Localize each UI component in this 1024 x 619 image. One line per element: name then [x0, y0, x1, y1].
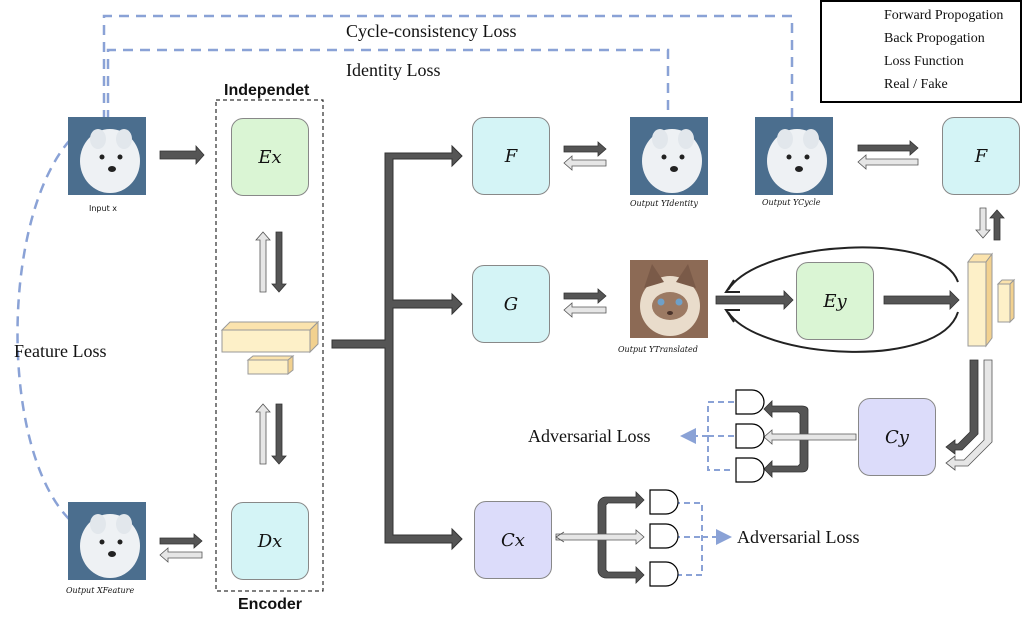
cx-label: Cx — [501, 529, 525, 551]
identity-image — [630, 117, 708, 195]
discriminators-cy — [735, 389, 765, 483]
input-image — [68, 117, 146, 195]
arrow-pair-latent-dx — [255, 403, 287, 465]
feature-image — [68, 502, 146, 580]
identity-loss-label: Identity Loss — [346, 60, 441, 80]
latent-feature-block — [220, 320, 320, 376]
fork-arrows — [331, 144, 463, 551]
cycle-loss-label: Cycle-consistency Loss — [346, 21, 517, 41]
classifier-cx-block: Cx — [474, 501, 552, 579]
cx-to-discriminators — [555, 529, 645, 545]
adversarial-loss-top-label: Adversarial Loss — [528, 426, 651, 446]
cy-fork — [763, 400, 809, 478]
adversarial-loss-bottom-label: Adversarial Loss — [737, 527, 860, 547]
decoder-dx-block: Dx — [231, 502, 309, 580]
ey-feature-block — [967, 252, 1016, 348]
feature-loss-label: Feature Loss — [14, 341, 107, 361]
legend-loss: Loss Function — [884, 54, 964, 69]
dx-label: Dx — [257, 530, 283, 552]
arrow-pair-cycle-f — [857, 140, 919, 170]
arrow-pair-g-translated — [563, 288, 607, 318]
identity-caption: Output YIdentity — [630, 199, 698, 208]
encoder-frame — [215, 99, 324, 592]
adv-loss-lines-bottom — [674, 502, 732, 576]
encoder-ex-block: Ex — [231, 118, 309, 196]
translated-image — [630, 260, 708, 338]
ey-label: Ey — [823, 290, 847, 312]
g-label: G — [503, 293, 519, 315]
generator-f-block: F — [472, 117, 550, 195]
input-caption: Input x — [89, 204, 117, 213]
adv-loss-lines-top — [680, 401, 734, 471]
arrow-translated-ey — [715, 290, 960, 310]
classifier-cy-block: Cy — [858, 398, 936, 476]
f-label: F — [504, 145, 518, 167]
identity-loss-line — [106, 48, 670, 120]
legend-back: Back Propogation — [884, 31, 985, 46]
encoder-title-bottom: Encoder — [238, 596, 303, 613]
translated-caption: Output YTranslated — [618, 345, 698, 354]
generator-g-block: G — [472, 265, 550, 343]
cycle-image — [755, 117, 833, 195]
cy-to-discriminators — [763, 429, 857, 445]
feature-loss-line — [16, 139, 71, 521]
discriminators-cx — [649, 489, 679, 587]
arrow-input-ex — [159, 144, 205, 166]
encoder-title-top: Independet — [224, 82, 310, 99]
ey-loop — [724, 246, 959, 353]
arrow-pair-fright-feature — [975, 207, 1005, 241]
cycle-caption: Output YCycle — [762, 198, 821, 207]
cx-fork — [597, 491, 645, 584]
cycle-loss-line — [102, 14, 794, 122]
legend-realfake: Real / Fake — [884, 77, 948, 92]
f-right-label: F — [974, 145, 988, 167]
arrow-pair-f-identity — [563, 141, 607, 171]
ex-label: Ex — [258, 146, 282, 168]
generator-f-right-block: F — [942, 117, 1020, 195]
arrow-pair-feature-dx — [159, 533, 203, 563]
legend-forward: Forward Propogation — [884, 8, 1004, 23]
feature-caption: Output XFeature — [66, 586, 135, 595]
cy-label: Cy — [885, 426, 909, 448]
encoder-ey-block: Ey — [796, 262, 874, 340]
arrow-feature-cy — [945, 359, 993, 471]
arrow-pair-ex-latent — [255, 231, 287, 293]
legend: Forward Propogation Back Propogation Los… — [820, 0, 1022, 103]
